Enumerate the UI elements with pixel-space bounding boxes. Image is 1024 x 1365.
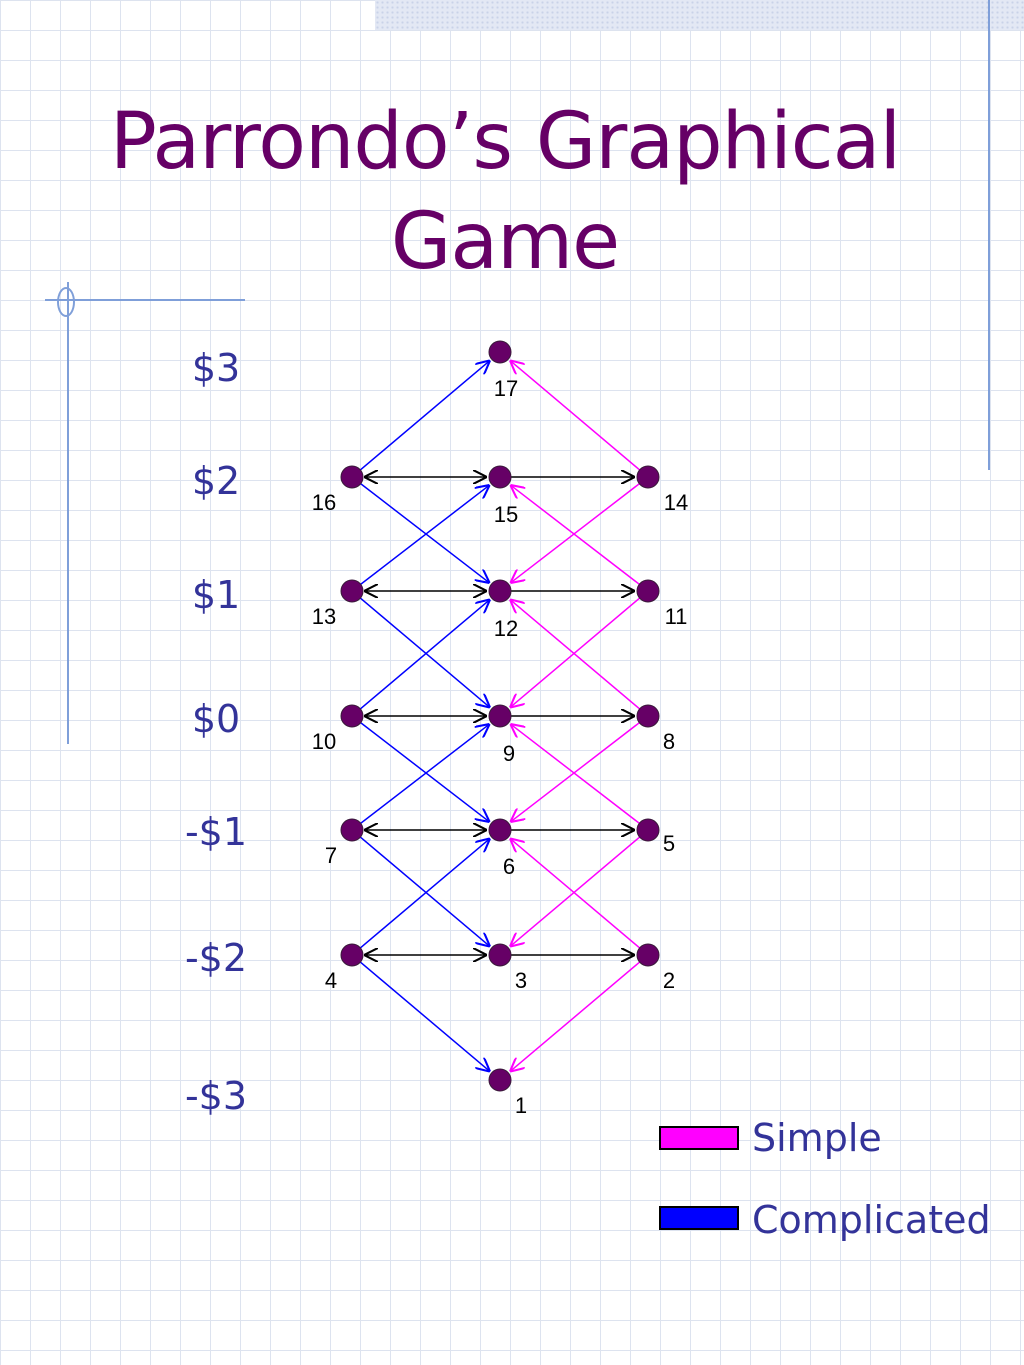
decorative-circle bbox=[57, 287, 75, 317]
legend-label-complicated: Complicated bbox=[752, 1198, 991, 1242]
dollar-label-minus3: -$3 bbox=[184, 1074, 248, 1118]
edge-simple-11-15 bbox=[510, 485, 647, 591]
title-line-2: Game bbox=[390, 197, 620, 287]
graph-node-1 bbox=[488, 1068, 512, 1092]
edge-complicated-16-17 bbox=[353, 360, 491, 477]
slide-title: Parrondo’s Graphical Game bbox=[0, 92, 1010, 292]
dollar-label-minus1: -$1 bbox=[184, 810, 248, 854]
node-label-11: 11 bbox=[665, 604, 688, 629]
legend-swatch-simple bbox=[659, 1126, 739, 1150]
edge-simple-8-12 bbox=[510, 599, 647, 716]
graph-node-8 bbox=[636, 704, 660, 728]
edge-complicated-7-3 bbox=[353, 830, 491, 946]
dollar-label-plus2: $2 bbox=[191, 459, 241, 503]
graph-node-13 bbox=[340, 579, 364, 603]
graph-node-12 bbox=[488, 579, 512, 603]
edge-complicated-13-15 bbox=[353, 485, 490, 591]
edge-complicated-7-9 bbox=[353, 724, 490, 830]
graph-node-15 bbox=[488, 465, 512, 489]
dollar-label-zero: $0 bbox=[191, 697, 241, 741]
edge-complicated-4-1 bbox=[353, 955, 491, 1071]
dollar-label-plus3: $3 bbox=[191, 346, 241, 390]
edge-simple-5-3 bbox=[510, 830, 647, 946]
graph-node-11 bbox=[636, 579, 660, 603]
graph-node-3 bbox=[488, 943, 512, 967]
legend-swatch-complicated bbox=[659, 1206, 739, 1230]
dollar-label-minus2: -$2 bbox=[184, 936, 248, 980]
edge-complicated-10-12 bbox=[353, 599, 491, 716]
graph-node-2 bbox=[636, 943, 660, 967]
edge-simple-5-9 bbox=[510, 724, 647, 830]
decorative-vertical-line-left bbox=[67, 282, 69, 744]
node-label-12: 12 bbox=[494, 616, 518, 641]
edge-simple-2-6 bbox=[510, 838, 647, 955]
title-line-1: Parrondo’s Graphical bbox=[109, 97, 901, 187]
node-label-14: 14 bbox=[664, 490, 688, 515]
node-label-3: 3 bbox=[515, 968, 527, 993]
node-label-13: 13 bbox=[312, 604, 336, 629]
node-label-2: 2 bbox=[663, 968, 675, 993]
edge-complicated-13-9 bbox=[353, 591, 491, 707]
edge-simple-11-9 bbox=[510, 591, 647, 707]
node-label-8: 8 bbox=[663, 729, 675, 754]
graph-node-4 bbox=[340, 943, 364, 967]
dollar-label-plus1: $1 bbox=[191, 573, 241, 617]
node-label-7: 7 bbox=[325, 843, 337, 868]
graph-node-10 bbox=[340, 704, 364, 728]
top-decorative-band bbox=[375, 0, 1024, 30]
node-label-17: 17 bbox=[494, 376, 518, 401]
node-label-5: 5 bbox=[663, 831, 675, 856]
graph-node-6 bbox=[488, 818, 512, 842]
node-label-16: 16 bbox=[312, 490, 336, 515]
node-label-10: 10 bbox=[312, 729, 336, 754]
node-label-15: 15 bbox=[494, 502, 518, 527]
node-label-6: 6 bbox=[503, 854, 515, 879]
node-label-4: 4 bbox=[325, 968, 337, 993]
graph-node-9 bbox=[488, 704, 512, 728]
edge-simple-14-12 bbox=[510, 477, 647, 583]
graph-node-7 bbox=[340, 818, 364, 842]
edge-complicated-16-12 bbox=[353, 477, 490, 583]
graph-node-5 bbox=[636, 818, 660, 842]
edge-complicated-4-6 bbox=[353, 838, 491, 955]
graph-node-14 bbox=[636, 465, 660, 489]
graph-node-17 bbox=[488, 340, 512, 364]
decorative-horizontal-line bbox=[45, 299, 245, 301]
decorative-vertical-line-right bbox=[988, 0, 990, 470]
edge-simple-14-17 bbox=[510, 360, 647, 477]
edge-simple-8-6 bbox=[510, 716, 647, 822]
node-label-9: 9 bbox=[503, 741, 515, 766]
edge-complicated-10-6 bbox=[353, 716, 490, 822]
legend-label-simple: Simple bbox=[752, 1116, 882, 1160]
node-label-1: 1 bbox=[515, 1093, 527, 1118]
graph-node-16 bbox=[340, 465, 364, 489]
edge-simple-2-1 bbox=[510, 955, 647, 1071]
